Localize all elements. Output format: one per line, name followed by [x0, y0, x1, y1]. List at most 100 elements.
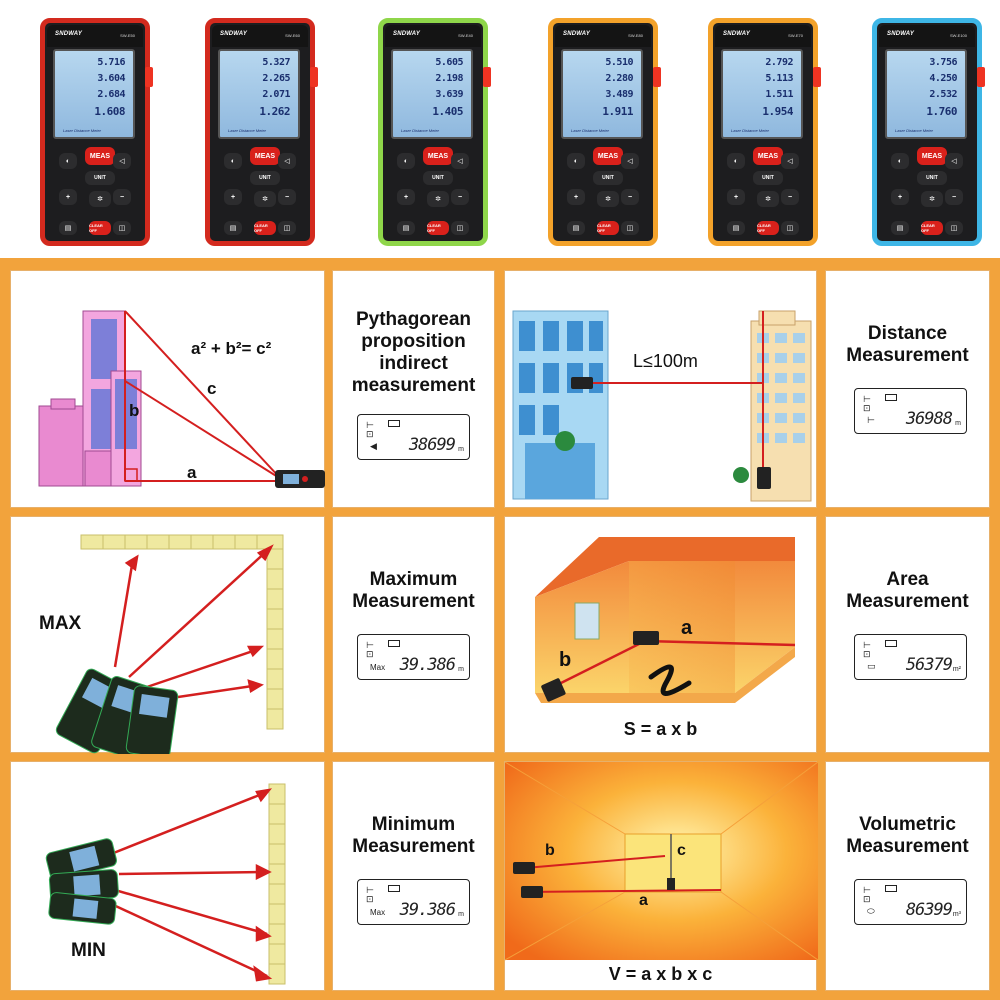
pythagorean-display: ⊢⊡ ◀ 38699 m	[357, 414, 470, 460]
reading-4: 1.760	[926, 105, 957, 118]
distance-drawing	[512, 310, 812, 502]
meas-button[interactable]: MEAS	[423, 147, 453, 165]
device-brand: SNDWAY	[887, 31, 915, 37]
max-prefix: Max	[370, 663, 386, 672]
distance-title: Distance Measurement	[846, 323, 969, 366]
minus-button[interactable]: −	[113, 189, 131, 205]
minus-button[interactable]: −	[781, 189, 799, 205]
memory-button[interactable]: ▤	[567, 221, 585, 235]
unit-button[interactable]: UNIT	[250, 171, 280, 185]
device-model: SW-E40	[458, 33, 473, 38]
reading-1: 5.716	[97, 57, 125, 68]
plus-button[interactable]: +	[891, 189, 909, 205]
light-button[interactable]: ✲	[254, 191, 276, 207]
unit-button[interactable]: UNIT	[85, 171, 115, 185]
reading-1: 5.510	[605, 57, 633, 68]
memory-button[interactable]: ▤	[397, 221, 415, 235]
function-button[interactable]: ◐	[727, 153, 745, 169]
keypad: MEAS UNIT CLEAR OFF ◐ ◁ + −✲ ▤ ◫	[391, 141, 475, 235]
timer-button[interactable]: ◫	[945, 221, 963, 235]
reading-3: 2.071	[262, 89, 290, 100]
clear-off-button[interactable]: CLEAR OFF	[89, 221, 111, 235]
laser-icon: ⊢⊡	[366, 885, 374, 904]
display-unit: m	[955, 420, 961, 427]
light-button[interactable]: ✲	[597, 191, 619, 207]
function-button[interactable]: ◐	[397, 153, 415, 169]
laser-icon: ⊢⊡	[366, 420, 374, 439]
minimum-illustration: MIN	[10, 761, 325, 991]
plus-button[interactable]: +	[397, 189, 415, 205]
laser-icon: ⊢⊡	[863, 394, 871, 413]
meas-button[interactable]: MEAS	[593, 147, 623, 165]
minus-button[interactable]: −	[451, 189, 469, 205]
keypad: MEAS UNIT CLEAR OFF ◐ ◁ + −✲ ▤ ◫	[561, 141, 645, 235]
clear-off-button[interactable]: CLEAR OFF	[597, 221, 619, 235]
volume-formula: V = a x b x c	[608, 964, 713, 984]
minus-button[interactable]: −	[945, 189, 963, 205]
clear-off-button[interactable]: CLEAR OFF	[757, 221, 779, 235]
min-prefix: Max	[370, 908, 386, 917]
area-label-a: a	[681, 617, 693, 639]
volume-label-c: c	[677, 842, 686, 859]
meas-button[interactable]: MEAS	[917, 147, 947, 165]
area-drawing	[535, 537, 796, 703]
timer-button[interactable]: ◫	[621, 221, 639, 235]
minimum-title: Minimum Measurement	[352, 814, 475, 857]
timer-button[interactable]: ◫	[781, 221, 799, 235]
function-button[interactable]: ◐	[567, 153, 585, 169]
unit-button[interactable]: UNIT	[593, 171, 623, 185]
clear-off-button[interactable]: CLEAR OFF	[921, 221, 943, 235]
function-button[interactable]: ◐	[59, 153, 77, 169]
unit-button[interactable]: UNIT	[423, 171, 453, 185]
plus-button[interactable]: +	[59, 189, 77, 205]
reference-button[interactable]: ◁	[451, 153, 469, 169]
memory-button[interactable]: ▤	[727, 221, 745, 235]
meas-button[interactable]: MEAS	[85, 147, 115, 165]
plus-button[interactable]: +	[567, 189, 585, 205]
keypad: MEAS UNIT CLEAR OFF ◐ ◁ + −✲ ▤ ◫	[53, 141, 137, 235]
memory-button[interactable]: ▤	[891, 221, 909, 235]
plus-button[interactable]: +	[224, 189, 242, 205]
reading-4: 1.954	[762, 105, 793, 118]
function-button[interactable]: ◐	[224, 153, 242, 169]
function-button[interactable]: ◐	[891, 153, 909, 169]
plus-button[interactable]: +	[727, 189, 745, 205]
screen-label: Laser Distance Meter	[401, 128, 440, 133]
light-button[interactable]: ✲	[89, 191, 111, 207]
reference-button[interactable]: ◁	[621, 153, 639, 169]
meas-button[interactable]: MEAS	[250, 147, 280, 165]
unit-button[interactable]: UNIT	[917, 171, 947, 185]
reference-button[interactable]: ◁	[945, 153, 963, 169]
reference-button[interactable]: ◁	[781, 153, 799, 169]
clear-off-button[interactable]: CLEAR OFF	[254, 221, 276, 235]
light-button[interactable]: ✲	[921, 191, 943, 207]
features-grid: a² + b²= c² c b a Pythagorean propositio…	[0, 258, 1000, 1000]
laser-icon: ⊢⊡	[863, 640, 871, 659]
device-model: SW-E60	[285, 33, 300, 38]
minus-button[interactable]: −	[621, 189, 639, 205]
area-illustration: a b S = a x b	[504, 516, 817, 753]
clear-off-button[interactable]: CLEAR OFF	[427, 221, 449, 235]
distance-illustration: L≤100m	[504, 270, 817, 508]
light-button[interactable]: ✲	[757, 191, 779, 207]
memory-button[interactable]: ▤	[59, 221, 77, 235]
timer-button[interactable]: ◫	[278, 221, 296, 235]
volume-display: ⊢⊡ ⬭ 86399 m³	[854, 879, 967, 925]
reference-button[interactable]: ◁	[278, 153, 296, 169]
timer-button[interactable]: ◫	[451, 221, 469, 235]
timer-button[interactable]: ◫	[113, 221, 131, 235]
memory-button[interactable]: ▤	[224, 221, 242, 235]
pythagorean-formula: a² + b²= c²	[191, 339, 272, 358]
reference-button[interactable]: ◁	[113, 153, 131, 169]
unit-button[interactable]: UNIT	[753, 171, 783, 185]
keypad: MEAS UNIT CLEAR OFF ◐ ◁ + −✲ ▤ ◫	[885, 141, 969, 235]
minus-button[interactable]: −	[278, 189, 296, 205]
light-button[interactable]: ✲	[427, 191, 449, 207]
meas-button[interactable]: MEAS	[753, 147, 783, 165]
